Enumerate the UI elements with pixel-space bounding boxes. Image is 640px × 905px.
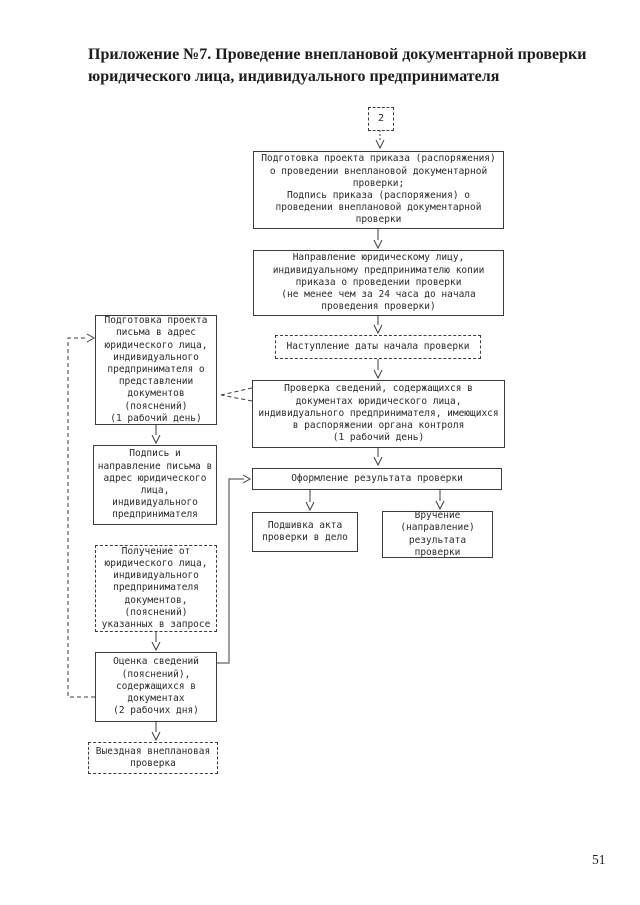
arrow-evaluate-to-onsite (151, 722, 161, 742)
arrow-entry-to-prepare-order (375, 130, 385, 150)
connector-evaluate-to-prepare-letter (67, 333, 96, 698)
node-prepare-letter: Подготовка проекта письма в адрес юридич… (95, 315, 217, 425)
node-prepare-order: Подготовка проекта приказа (распоряжения… (253, 151, 504, 229)
node-deliver-result: Вручение (направление) результата провер… (382, 510, 493, 558)
arrow-formalize-result-to-deliver-result (435, 490, 445, 511)
node-start-date: Наступление даты начала проверки (275, 335, 481, 359)
arrow-start-date-to-verify-info (373, 359, 383, 380)
node-entry-connector: 2 (368, 107, 394, 131)
node-file-act: Подшивка акта проверки в дело (252, 512, 358, 552)
page-title: Приложение №7. Проведение внеплановой до… (88, 46, 587, 85)
node-receive-documents: Получение от юридического лица, индивиду… (95, 545, 217, 632)
arrow-prepare-letter-to-sign-send (151, 425, 161, 445)
connector-evaluate-to-formalize-result (217, 474, 252, 664)
connector-verify-info-to-prepare-letter (220, 387, 253, 402)
arrow-receive-documents-to-evaluate (151, 632, 161, 652)
arrow-formalize-result-to-file-act (305, 490, 315, 512)
node-sign-send-letter: Подпись и направление письма в адрес юри… (93, 445, 217, 525)
node-send-copy: Направление юридическому лицу, индивидуа… (253, 250, 504, 316)
page-number: 51 (592, 852, 606, 867)
arrow-send-copy-to-start-date (373, 316, 383, 335)
node-verify-info: Проверка сведений, содержащихся в докуме… (252, 380, 505, 448)
node-formalize-result: Оформление результата проверки (252, 468, 502, 490)
arrow-prepare-order-to-send-copy (373, 229, 383, 250)
node-onsite-inspection: Выездная внеплановая проверка (88, 742, 218, 774)
node-evaluate-info: Оценка сведений (пояснений), содержащихс… (95, 652, 217, 722)
arrow-verify-info-to-formalize-result (373, 448, 383, 467)
